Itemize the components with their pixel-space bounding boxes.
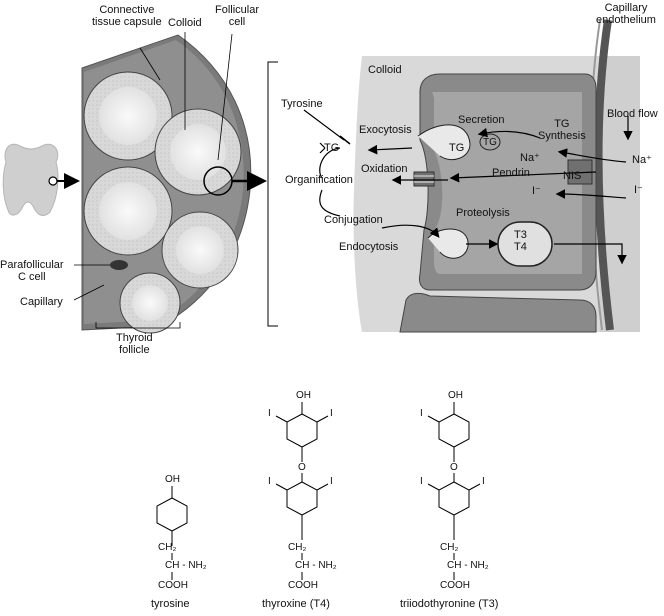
- label-secretion: Secretion: [458, 114, 505, 126]
- molecule-name-thyroxine: thyroxine (T4): [262, 598, 330, 610]
- label-nis: NIS: [563, 170, 582, 182]
- label-colloid-right: Colloid: [368, 64, 402, 76]
- label-tg-left: TG: [324, 142, 340, 154]
- label-tg-circle: TG: [483, 137, 497, 148]
- t3-ch2: CH₂: [440, 542, 459, 553]
- t4-o: O: [298, 462, 306, 473]
- label-colloid-left: Colloid: [168, 17, 202, 29]
- thyroid-gland-icon: [2, 143, 80, 216]
- zoom-bracket: [267, 61, 278, 327]
- label-na-inside: Na⁺: [520, 152, 540, 164]
- label-follicular-cell: Follicular cell: [215, 4, 260, 28]
- label-connective-tissue-capsule: Connective tissue capsule: [92, 4, 162, 28]
- t3-i-2: I: [420, 476, 423, 487]
- molecule-name-tyrosine: tyrosine: [151, 598, 190, 610]
- label-iodide-inside: I⁻: [532, 185, 541, 197]
- t3-i-1: I: [420, 408, 423, 419]
- pathway-arrows: [303, 109, 633, 265]
- follicle-group: [83, 71, 242, 334]
- left-leader-lines: [73, 32, 233, 329]
- t3-o: O: [450, 462, 458, 473]
- t3-ch-nh2: CH - NH₂: [447, 560, 489, 571]
- label-capillary-endothelium: Capillary endothelium: [596, 2, 656, 26]
- tyrosine-oh: OH: [165, 474, 180, 485]
- t4-oh: OH: [296, 390, 311, 401]
- cell-detail-panel: [353, 19, 640, 333]
- t4-ch2: CH₂: [288, 542, 307, 553]
- label-blood-flow: Blood flow: [607, 108, 658, 120]
- label-conjugation: Conjugation: [324, 214, 383, 226]
- tyrosine-structure: [156, 486, 188, 580]
- t4-i-3: I: [268, 476, 271, 487]
- t4-i-4: I: [330, 476, 333, 487]
- label-capillary: Capillary: [20, 296, 63, 308]
- t4-ch-nh2: CH - NH₂: [295, 560, 337, 571]
- label-endocytosis: Endocytosis: [339, 241, 399, 253]
- t3-oh: OH: [448, 390, 463, 401]
- tyrosine-ch2: CH₂: [158, 542, 177, 553]
- thyroxine-structure: [275, 402, 329, 580]
- label-exocytosis: Exocytosis: [359, 124, 412, 136]
- t3-i-3: I: [482, 476, 485, 487]
- triiodothyronine-structure: [427, 402, 481, 580]
- label-tg-vesicle: TG: [449, 142, 465, 154]
- label-proteolysis: Proteolysis: [456, 207, 510, 219]
- label-pendrin: Pendrin: [492, 167, 530, 179]
- thyroid-tissue-section: [81, 34, 267, 334]
- label-iodide-blood: I⁻: [634, 184, 643, 196]
- t3-cooh: COOH: [440, 580, 470, 591]
- molecule-name-triiodothyronine: triiodothyronine (T3): [400, 598, 499, 610]
- parafollicular-cell-marker: [110, 260, 128, 270]
- label-na-blood: Na⁺: [632, 154, 652, 166]
- label-parafollicular-c-cell: Parafollicular C cell: [0, 259, 64, 283]
- label-organification: Organification: [285, 174, 353, 186]
- label-tyrosine: Tyrosine: [281, 98, 323, 110]
- t4-i-2: I: [330, 408, 333, 419]
- chemical-structures: [156, 402, 481, 580]
- tyrosine-cooh: COOH: [158, 580, 188, 591]
- label-oxidation: Oxidation: [361, 163, 408, 175]
- t4-cooh: COOH: [288, 580, 318, 591]
- t4-i-1: I: [268, 408, 271, 419]
- label-tg-synthesis: TG Synthesis: [538, 118, 586, 142]
- label-t3-t4: T3 T4: [514, 229, 527, 253]
- label-thyroid-follicle: Thyroid follicle: [116, 332, 153, 356]
- tyrosine-ch-nh2: CH - NH₂: [165, 560, 207, 571]
